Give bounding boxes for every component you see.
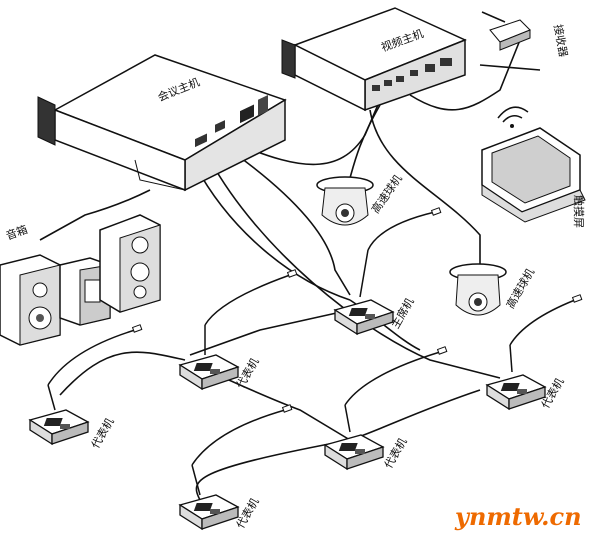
video-host: 视频主机 (281, 7, 467, 112)
camera-2-label: 高速球机 (503, 266, 537, 311)
delegate-unit-3: 代表机 (486, 294, 583, 411)
watermark: ynmtw.cn (454, 502, 582, 531)
delegate-unit-2-label: 代表机 (88, 415, 117, 451)
camera-1: 高速球机 (316, 172, 405, 226)
delegate-unit-4-label: 代表机 (381, 435, 410, 471)
delegate-unit-1: 代表机 (179, 269, 298, 391)
speakers-label: 音箱 (4, 222, 29, 243)
delegate-unit-2: 代表机 (29, 324, 143, 451)
camera-1-label: 高速球机 (368, 172, 405, 216)
receiver: 接收器 (481, 11, 571, 58)
chairman-unit: 主席机 (334, 207, 442, 335)
touch-panel-label: 触摸屏 (572, 195, 586, 228)
main-host: 会议主机 (37, 54, 287, 192)
receiver-label: 接收器 (551, 23, 571, 58)
touch-panel: 触摸屏 (481, 106, 586, 228)
speakers: 音箱 (0, 214, 161, 346)
camera-2: 高速球机 (449, 263, 537, 316)
delegate-unit-5: 代表机 (179, 404, 293, 531)
